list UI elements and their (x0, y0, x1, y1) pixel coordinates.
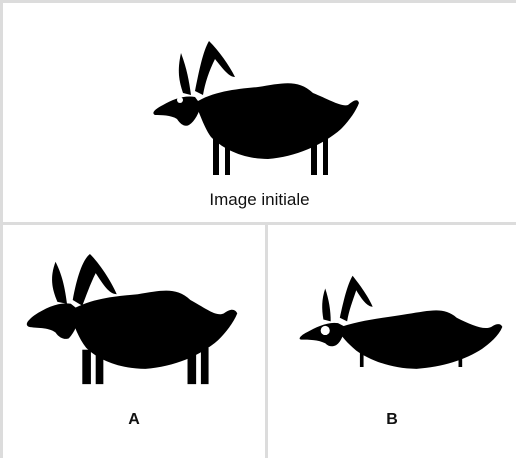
left-border (0, 0, 3, 458)
caption-initial: Image initiale (209, 190, 310, 209)
caption-a: A (128, 411, 140, 428)
top-panel: Image initiale (3, 3, 516, 222)
goat-silhouette-enlarged (26, 254, 238, 385)
top-border (0, 0, 516, 3)
goat-silhouette-original (153, 41, 359, 175)
panel-a: A (3, 225, 265, 458)
goat-silhouette-flattened (299, 275, 503, 369)
vertical-divider (265, 225, 268, 458)
panel-b: B (268, 225, 516, 458)
caption-b: B (386, 411, 398, 428)
horizontal-divider (0, 222, 516, 225)
